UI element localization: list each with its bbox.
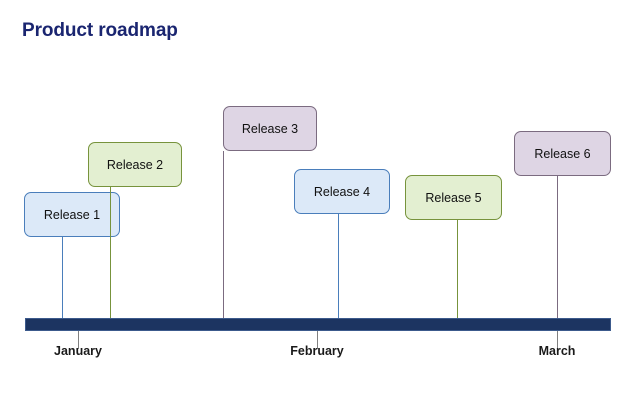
month-label-february: February bbox=[290, 344, 344, 358]
milestone-label: Release 1 bbox=[43, 207, 101, 222]
milestone-label: Release 5 bbox=[425, 190, 482, 205]
milestone-box[interactable]: Release 1 bbox=[24, 192, 120, 237]
milestone-label: Release 3 bbox=[241, 121, 299, 136]
milestone-box[interactable]: Release 4 bbox=[294, 169, 390, 214]
milestone-box[interactable]: Release 3 bbox=[223, 106, 317, 151]
milestone-connector-line bbox=[338, 214, 339, 319]
month-tick-mark bbox=[317, 331, 318, 349]
milestone-connector-line bbox=[110, 187, 111, 319]
milestone-connector-line bbox=[557, 176, 558, 319]
timeline-axis-bar bbox=[25, 318, 611, 331]
month-label-january: January bbox=[54, 344, 102, 358]
milestone-box[interactable]: Release 2 bbox=[88, 142, 182, 187]
milestone-label: Release 2 bbox=[106, 157, 164, 172]
milestone-connector-line bbox=[457, 220, 458, 319]
month-label-march: March bbox=[538, 344, 576, 358]
milestone-label: Release 4 bbox=[313, 184, 371, 199]
month-tick-mark bbox=[557, 331, 558, 349]
milestone-box[interactable]: Release 6 bbox=[514, 131, 611, 176]
milestone-connector-line bbox=[223, 151, 224, 319]
milestone-label: Release 6 bbox=[534, 146, 591, 161]
page-title: Product roadmap bbox=[22, 20, 178, 41]
month-tick-mark bbox=[78, 331, 79, 349]
milestone-box[interactable]: Release 5 bbox=[405, 175, 502, 220]
milestone-connector-line bbox=[62, 237, 63, 319]
